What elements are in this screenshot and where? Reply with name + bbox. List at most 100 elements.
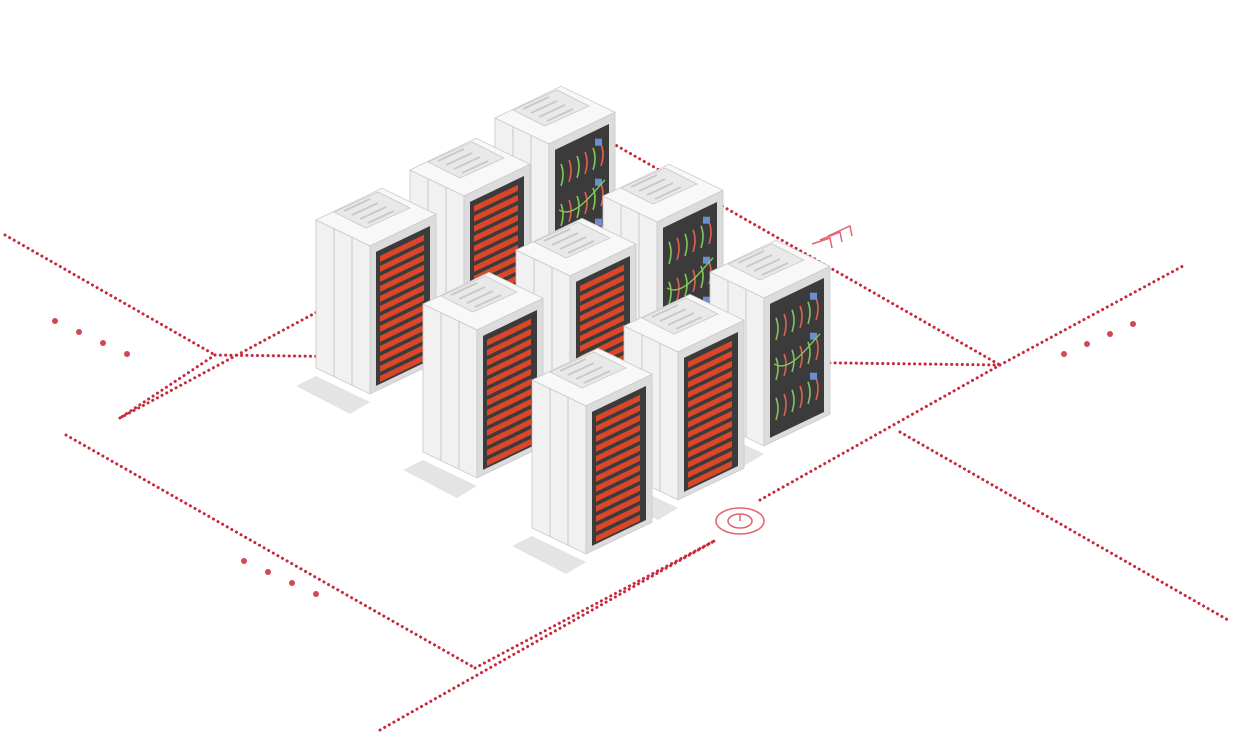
wifi-signal-icon: [811, 224, 853, 249]
server-unit: [474, 204, 518, 232]
vent-slot: [466, 290, 494, 304]
cable: [700, 265, 704, 289]
cable: [684, 233, 688, 257]
cable: [560, 203, 564, 227]
server-unit: [380, 304, 424, 332]
server-unit: [474, 194, 518, 222]
network-port: [810, 372, 817, 380]
server-unit: [380, 314, 424, 342]
vent-slot: [458, 286, 486, 300]
dotted-line: [64, 433, 477, 670]
dotted-line: [118, 353, 217, 420]
vent-slot: [567, 240, 595, 254]
rack-vent: [727, 243, 805, 281]
cable: [700, 225, 704, 249]
server-unit: [580, 304, 624, 332]
network-port: [595, 178, 602, 186]
vent-slot: [538, 104, 566, 118]
vent-slot: [654, 186, 682, 200]
cable: [668, 281, 672, 305]
vent-slot: [575, 366, 603, 380]
rack-side: [531, 379, 587, 555]
dot-marker: [100, 340, 106, 346]
vent-slot: [675, 316, 703, 330]
vent-slot: [559, 236, 587, 250]
server-unit: [487, 378, 531, 406]
rack-vent: [549, 351, 627, 389]
server-unit: [688, 390, 732, 418]
server-unit: [596, 414, 640, 442]
server-unit: [688, 340, 732, 368]
network-port: [703, 296, 710, 304]
vent-slot: [651, 304, 679, 318]
vent-slot: [445, 152, 473, 166]
cable: [666, 257, 714, 291]
vent-slot: [761, 262, 789, 276]
vent-slot: [543, 228, 571, 242]
vent-slot: [551, 232, 579, 246]
cable: [799, 345, 803, 369]
server-rack: [512, 347, 653, 574]
server-unit: [596, 514, 640, 542]
server-unit: [580, 284, 624, 312]
cable: [576, 155, 580, 179]
vent-slot: [461, 160, 489, 174]
server-unit: [688, 460, 732, 488]
cable: [807, 381, 811, 405]
dotted-line: [898, 430, 1230, 622]
vent-slot: [530, 100, 558, 114]
dot-marker: [1107, 331, 1113, 337]
vent-slot: [646, 182, 674, 196]
server-unit: [688, 350, 732, 378]
server-unit: [596, 504, 640, 532]
cable: [791, 389, 795, 413]
server-rack: [296, 187, 437, 414]
vent-slot: [546, 108, 574, 122]
dotted-line: [378, 538, 718, 732]
cable: [783, 393, 787, 417]
vent-slot: [474, 294, 502, 308]
server-unit: [380, 274, 424, 302]
server-unit: [688, 380, 732, 408]
network-port: [703, 256, 710, 264]
vent-slot: [638, 178, 666, 192]
cable: [584, 191, 588, 215]
server-unit: [487, 328, 531, 356]
vent-slot: [437, 148, 465, 162]
server-unit: [487, 428, 531, 456]
server-unit: [474, 184, 518, 212]
server-unit: [474, 224, 518, 252]
server-unit: [487, 418, 531, 446]
server-unit: [487, 368, 531, 396]
network-port: [810, 332, 817, 340]
dot-marker: [265, 569, 271, 575]
cable: [791, 309, 795, 333]
network-port: [810, 292, 817, 300]
server-unit: [380, 234, 424, 262]
server-unit: [487, 358, 531, 386]
vent-slot: [745, 254, 773, 268]
vent-slot: [583, 370, 611, 384]
vent-slot: [359, 206, 387, 220]
cable: [807, 301, 811, 325]
power-icon: [715, 507, 765, 535]
vent-slot: [567, 362, 595, 376]
cable: [592, 147, 596, 171]
cable: [592, 187, 596, 211]
rack-vent: [533, 221, 611, 259]
vent-slot: [453, 156, 481, 170]
server-unit: [596, 474, 640, 502]
server-unit: [487, 348, 531, 376]
dot-marker: [241, 558, 247, 564]
rack-vent: [440, 275, 518, 313]
cable: [807, 341, 811, 365]
vent-slot: [559, 358, 587, 372]
dotted-line: [473, 538, 718, 670]
vent-slot: [737, 250, 765, 264]
server-racks: [296, 85, 831, 574]
cable: [783, 313, 787, 337]
server-unit: [596, 444, 640, 472]
cable: [775, 397, 779, 421]
cable: [560, 163, 564, 187]
rack-vent: [620, 167, 698, 205]
